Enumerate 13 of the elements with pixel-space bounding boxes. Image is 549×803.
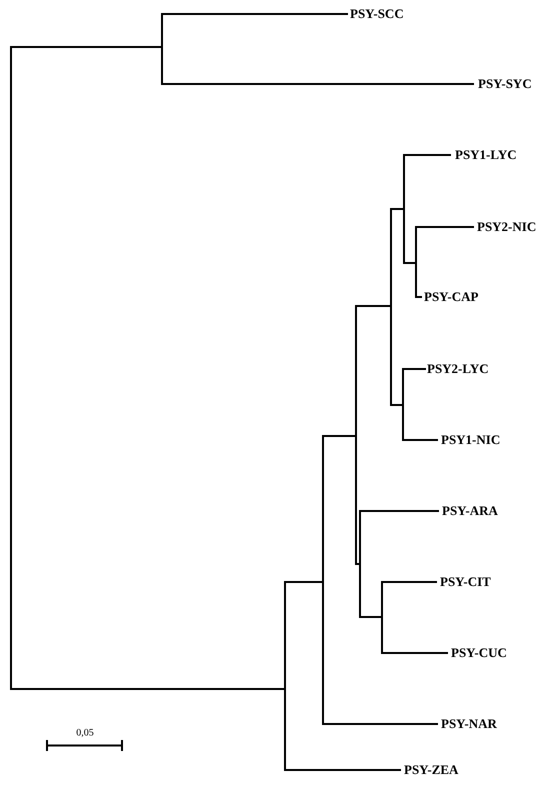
taxon-label: PSY-CIT [440, 575, 491, 589]
taxon-label: PSY-NAR [441, 717, 497, 731]
taxon-label: PSY-CAP [424, 290, 478, 304]
taxon-label: PSY-SCC [350, 7, 404, 21]
taxon-label: PSY1-NIC [441, 433, 500, 447]
scale-label: 0,05 [76, 728, 94, 738]
taxon-label: PSY-ARA [442, 504, 498, 518]
taxon-label: PSY-ZEA [404, 763, 458, 777]
taxon-label: PSY1-LYC [455, 148, 517, 162]
taxon-label: PSY2-LYC [427, 362, 489, 376]
taxon-label: PSY-SYC [478, 77, 532, 91]
taxon-label: PSY2-NIC [477, 220, 536, 234]
taxon-label: PSY-CUC [451, 646, 507, 660]
